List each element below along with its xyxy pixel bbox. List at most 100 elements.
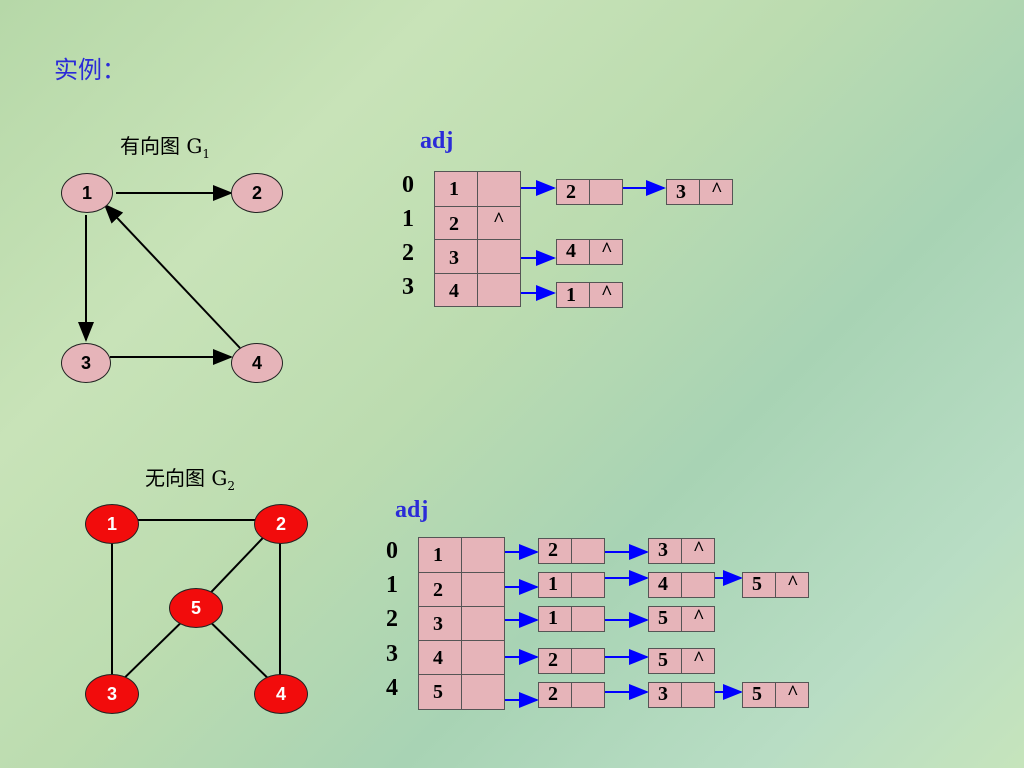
adj2-vertex-2: 3 xyxy=(433,613,443,635)
adj2-index-3: 3 xyxy=(386,641,398,667)
adj2-node-4-0: 2 xyxy=(538,682,572,708)
adj2-node-2-1-value: 5 xyxy=(658,607,668,629)
adj2-index-2: 2 xyxy=(386,606,398,632)
g1-edge-4-1 xyxy=(103,203,241,349)
adj2-node-0-1-value: 3 xyxy=(658,539,668,561)
adj1-node-3-0-value: 1 xyxy=(566,284,576,306)
adj2-node-3-1: 5 xyxy=(648,648,682,674)
adj1-node-2-0-value: 4 xyxy=(566,240,576,262)
adj2-node-4-2: 5 xyxy=(742,682,776,708)
adj2-head-ptr-4 xyxy=(461,674,505,710)
adj2-node-3-1-value: 5 xyxy=(658,649,668,671)
adj2-head-ptr-1 xyxy=(461,572,505,607)
adj2-node-4-2-value: 5 xyxy=(752,683,762,705)
adj1-null-1: ^ xyxy=(493,209,505,231)
adj2-node-4-1-value: 3 xyxy=(658,683,668,705)
adj2-vertex-4: 5 xyxy=(433,681,443,703)
adj2-index-0: 0 xyxy=(386,538,398,564)
adj1-index-1: 1 xyxy=(402,206,414,232)
adj1-vertex-cell: 1 xyxy=(434,171,478,207)
graph1-title-sub: 1 xyxy=(202,147,210,161)
adj2-index-1: 1 xyxy=(386,572,398,598)
adj1-null-0: ^ xyxy=(711,179,723,201)
adj2-vertex-1: 2 xyxy=(433,579,443,601)
adj2-label: adj xyxy=(395,497,429,523)
adj2-node-1-2-value: 5 xyxy=(752,573,762,595)
adj2-null-4: ^ xyxy=(787,682,799,704)
adj1-node-0-1: 3 xyxy=(666,179,700,205)
adj2-vertex-cell: 1 xyxy=(418,537,462,573)
adj2-node-2-0: 1 xyxy=(538,606,572,632)
adj2-vertex-3: 4 xyxy=(433,647,443,669)
g1-node-3: 3 xyxy=(61,343,111,383)
adj1-node-0-0-next xyxy=(589,179,623,205)
g1-node-4: 4 xyxy=(231,343,283,383)
adj1-node-0-0: 2 xyxy=(556,179,590,205)
adj1-index-3: 3 xyxy=(402,274,414,300)
adj1-null-2: ^ xyxy=(601,239,613,261)
adj1-node-3-0-next: ^ xyxy=(589,282,623,308)
adj2-null-1: ^ xyxy=(787,572,799,594)
adj2-node-0-0-value: 2 xyxy=(548,539,558,561)
adj2-node-3-0-value: 2 xyxy=(548,649,558,671)
adj2-node-1-0-value: 1 xyxy=(548,573,558,595)
graph2-title-sub: 2 xyxy=(227,479,235,493)
adj2-head-ptr-3 xyxy=(461,640,505,675)
adj1-head-ptr-0 xyxy=(477,171,521,207)
adj2-vertex-cell: 5 xyxy=(418,674,462,710)
adj2-vertex-cell: 4 xyxy=(418,640,462,675)
adj1-vertex-cell: 2 xyxy=(434,206,478,240)
adj2-node-2-1-next: ^ xyxy=(681,606,715,632)
adj2-node-0-0: 2 xyxy=(538,538,572,564)
graph1-title: 有向图 G1 xyxy=(120,130,210,161)
adj2-node-4-0-value: 2 xyxy=(548,683,558,705)
adj1-vertex-1: 2 xyxy=(449,213,459,235)
g2-node-4: 4 xyxy=(254,674,308,714)
graph1-title-text: 有向图 G xyxy=(120,134,203,158)
adj2-node-4-1-next xyxy=(681,682,715,708)
adj2-node-1-1: 4 xyxy=(648,572,682,598)
adj2-vertex-0: 1 xyxy=(433,544,443,566)
adj1-node-2-0: 4 xyxy=(556,239,590,265)
adj1-head-ptr-3 xyxy=(477,273,521,307)
adj2-node-0-1: 3 xyxy=(648,538,682,564)
adj1-vertex-0: 1 xyxy=(449,178,459,200)
adj1-null-3: ^ xyxy=(601,282,613,304)
g2-node-2: 2 xyxy=(254,504,308,544)
adj1-label: adj xyxy=(420,128,454,154)
adj2-node-0-0-next xyxy=(571,538,605,564)
adj2-null-3: ^ xyxy=(693,648,705,670)
g2-node-3: 3 xyxy=(85,674,139,714)
adj1-vertex-cell: 4 xyxy=(434,273,478,307)
adj2-node-4-1: 3 xyxy=(648,682,682,708)
adj1-node-3-0: 1 xyxy=(556,282,590,308)
adj1-vertex-2: 3 xyxy=(449,247,459,269)
adj1-vertex-3: 4 xyxy=(449,280,459,302)
adj2-node-2-0-next xyxy=(571,606,605,632)
adj1-head-ptr-2 xyxy=(477,239,521,274)
adj2-vertex-cell: 3 xyxy=(418,606,462,641)
adj1-node-0-0-value: 2 xyxy=(566,181,576,203)
graph2-title-text: 无向图 G xyxy=(145,466,228,490)
graph2-title: 无向图 G2 xyxy=(145,462,235,493)
adj2-node-3-1-next: ^ xyxy=(681,648,715,674)
adj1-node-0-1-value: 3 xyxy=(676,181,686,203)
adj2-index-4: 4 xyxy=(386,675,398,701)
adj1-node-2-0-next: ^ xyxy=(589,239,623,265)
adj2-vertex-cell: 2 xyxy=(418,572,462,607)
adj2-node-1-1-next xyxy=(681,572,715,598)
adj2-node-4-0-next xyxy=(571,682,605,708)
adj2-node-3-0: 2 xyxy=(538,648,572,674)
adj2-node-1-2-next: ^ xyxy=(775,572,809,598)
adj1-index-0: 0 xyxy=(402,172,414,198)
adj1-vertex-cell: 3 xyxy=(434,239,478,274)
adj2-node-1-2: 5 xyxy=(742,572,776,598)
adj2-node-3-0-next xyxy=(571,648,605,674)
adj2-node-2-0-value: 1 xyxy=(548,607,558,629)
adj2-node-2-1: 5 xyxy=(648,606,682,632)
adj1-head-ptr-1: ^ xyxy=(477,206,521,240)
adj1-index-2: 2 xyxy=(402,240,414,266)
g2-node-1: 1 xyxy=(85,504,139,544)
slide-title: 实例： xyxy=(54,56,126,84)
adj2-node-1-0: 1 xyxy=(538,572,572,598)
